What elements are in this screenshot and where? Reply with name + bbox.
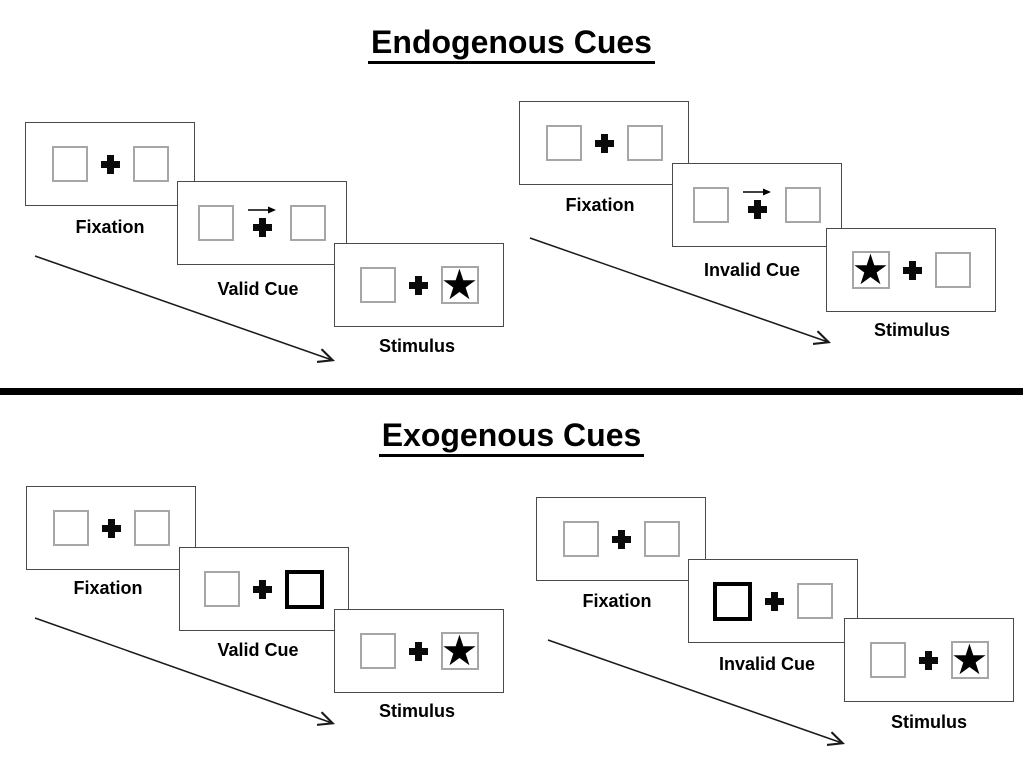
left-box	[359, 267, 396, 303]
endogenous-invalid-cue-label: Invalid Cue	[703, 260, 801, 280]
exogenous-valid-cue-card	[179, 547, 349, 631]
exogenous-title-text: Exogenous Cues	[378, 417, 645, 457]
fixation-cross-icon	[594, 133, 614, 153]
highlighted-left-box	[713, 581, 752, 621]
left-box	[198, 205, 234, 241]
endogenous-invalid-stimulus-label: Stimulus	[873, 320, 950, 340]
endogenous-invalid-fixation-label: Fixation	[565, 195, 635, 215]
exogenous-invalid-stimulus-label: Stimulus	[890, 712, 967, 732]
diagonal-timeline-arrow-icon	[34, 617, 347, 735]
fixation-cross-icon	[611, 529, 631, 549]
fixation-cross-icon	[747, 200, 767, 219]
exogenous-valid-stimulus-card: ★	[334, 609, 504, 693]
fixation-cross-icon	[902, 260, 922, 280]
fixation-cross-icon	[918, 650, 938, 670]
endogenous-invalid-stimulus-card: ★	[826, 228, 996, 312]
exogenous-invalid-stimulus-card: ★	[844, 618, 1014, 702]
right-box	[626, 125, 663, 161]
endogenous-valid-stimulus-card: ★	[334, 243, 504, 327]
endogenous-valid-stimulus-label: Stimulus	[378, 336, 455, 356]
left-box	[359, 633, 396, 669]
cue-cross-group	[742, 187, 772, 219]
endogenous-section-title: Endogenous Cues	[0, 24, 1023, 64]
fixation-cross-icon	[765, 591, 784, 611]
left-box	[693, 187, 729, 223]
left-box	[51, 146, 88, 182]
exogenous-valid-stimulus-label: Stimulus	[378, 701, 455, 721]
star-icon: ★	[440, 626, 479, 675]
fixation-cross-icon	[252, 218, 272, 237]
endogenous-title-text: Endogenous Cues	[368, 24, 655, 64]
diagonal-timeline-arrow-icon	[547, 639, 856, 755]
star-icon: ★	[851, 245, 890, 294]
exogenous-valid-fixation-label: Fixation	[73, 578, 143, 598]
right-box	[643, 521, 680, 557]
exogenous-invalid-cue-label: Invalid Cue	[718, 654, 816, 674]
exogenous-section-title: Exogenous Cues	[0, 417, 1023, 457]
fixation-cross-icon	[408, 275, 428, 295]
right-box	[934, 252, 971, 288]
endogenous-valid-cue-card	[177, 181, 347, 265]
endogenous-invalid-fixation-card	[519, 101, 689, 185]
endogenous-valid-fixation-label: Fixation	[75, 217, 145, 237]
left-box	[52, 510, 89, 546]
right-box-with-star: ★	[950, 635, 989, 684]
fixation-cross-icon	[253, 579, 272, 599]
endogenous-invalid-cue-card	[672, 163, 842, 247]
right-box	[785, 187, 821, 223]
exogenous-invalid-cue-card	[688, 559, 858, 643]
exogenous-valid-fixation-card	[26, 486, 196, 570]
left-box	[869, 642, 906, 678]
left-box	[562, 521, 599, 557]
left-box-with-star: ★	[851, 245, 890, 294]
endogenous-valid-cue-label: Valid Cue	[217, 279, 299, 299]
highlighted-right-box	[285, 569, 324, 609]
exogenous-invalid-fixation-card	[536, 497, 706, 581]
right-arrow-icon	[743, 188, 771, 196]
cue-cross-group	[247, 205, 277, 237]
fixation-cross-icon	[408, 641, 428, 661]
right-box	[290, 205, 326, 241]
endogenous-valid-fixation-card	[25, 122, 195, 206]
section-divider	[0, 388, 1023, 395]
right-box	[132, 146, 169, 182]
star-icon: ★	[440, 260, 479, 309]
fixation-cross-icon	[100, 154, 120, 174]
right-box	[133, 510, 170, 546]
star-icon: ★	[950, 635, 989, 684]
left-box	[545, 125, 582, 161]
diagonal-timeline-arrow-icon	[34, 255, 347, 372]
right-arrow-icon	[248, 206, 276, 214]
left-box	[204, 571, 240, 607]
exogenous-invalid-fixation-label: Fixation	[582, 591, 652, 611]
right-box-with-star: ★	[440, 626, 479, 675]
exogenous-valid-cue-label: Valid Cue	[217, 640, 299, 660]
right-box	[797, 583, 833, 619]
diagonal-timeline-arrow-icon	[529, 237, 842, 354]
right-box-with-star: ★	[440, 260, 479, 309]
fixation-cross-icon	[101, 518, 121, 538]
